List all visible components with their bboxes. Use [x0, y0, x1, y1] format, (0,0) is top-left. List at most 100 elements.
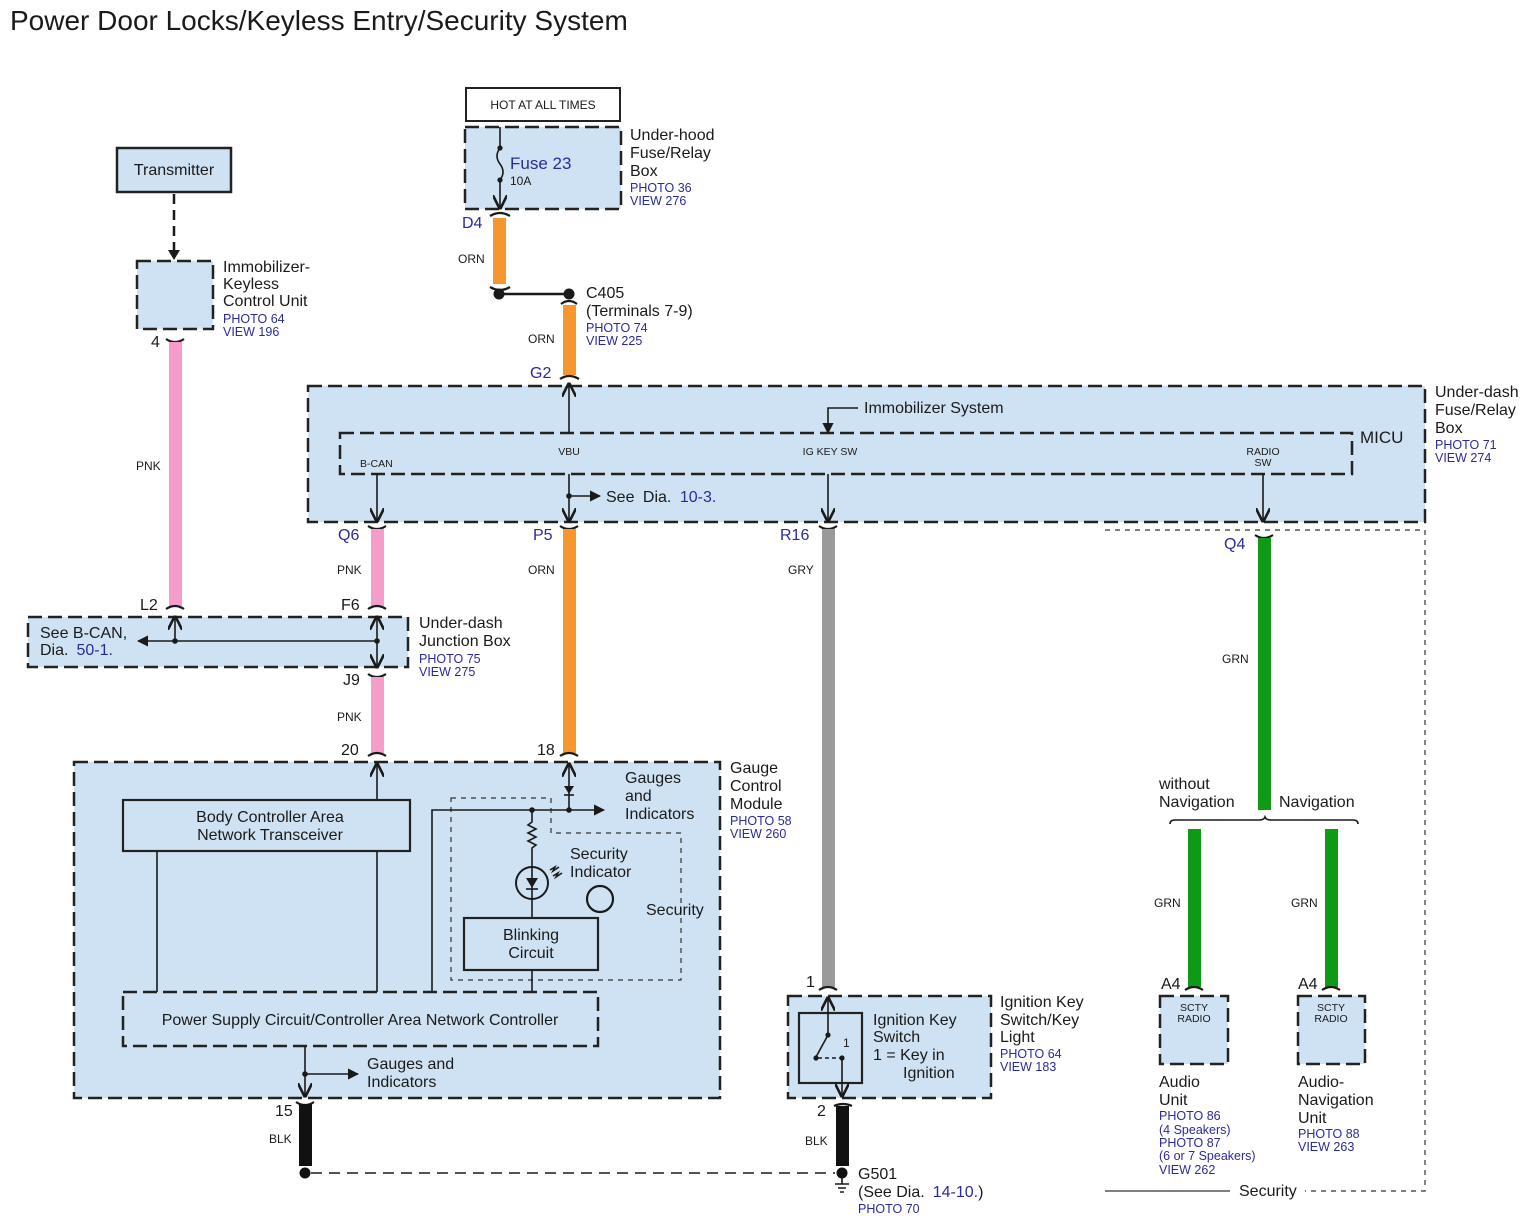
wire-color-orn-1: ORN: [458, 252, 485, 266]
gauge-photo-ref[interactable]: PHOTO 58: [730, 814, 792, 828]
wire-color-grn-2: GRN: [1154, 896, 1181, 910]
gauges-top-3: Indicators: [625, 806, 694, 823]
without-nav-2: Navigation: [1159, 794, 1235, 811]
can-transceiver-box[interactable]: [121, 798, 412, 853]
nav-unit-box[interactable]: [1296, 994, 1367, 1066]
wire-blk-gauge-ground[interactable]: [299, 1104, 312, 1166]
pin-immobilizer-4: 4: [151, 334, 160, 351]
c405-photo-ref[interactable]: PHOTO 74: [586, 321, 648, 335]
wire-pnk-immobilizer[interactable]: [169, 342, 182, 606]
ignition-photo-ref[interactable]: PHOTO 64: [1000, 1047, 1062, 1061]
underhood-name-3: Box: [630, 163, 658, 180]
wire-pnk-micu-junction[interactable]: [371, 529, 384, 606]
ignition-switch-symbol: [797, 1011, 864, 1085]
immobilizer-unit-box[interactable]: [135, 259, 215, 331]
gauges-bottom-2: Indicators: [367, 1074, 436, 1091]
pin-gauge-20: 20: [341, 742, 359, 759]
wire-blk-ignition-ground[interactable]: [836, 1106, 849, 1166]
wire-grn-micu-radio[interactable]: [1258, 538, 1271, 810]
transmitter-label: Transmitter: [134, 162, 215, 179]
resistor-icon: [526, 810, 538, 868]
immobilizer-name-3: Control Unit: [223, 293, 308, 310]
ground-g501[interactable]: [836, 1167, 848, 1179]
nav-view-ref[interactable]: VIEW 263: [1298, 1140, 1354, 1154]
wire-color-grn-3: GRN: [1291, 896, 1318, 910]
underhood-view-ref[interactable]: VIEW 276: [630, 194, 686, 208]
page-title: Power Door Locks/Keyless Entry/Security …: [10, 5, 628, 36]
wire-orn-c405-micu[interactable]: [563, 305, 576, 375]
transmitter-box[interactable]: [115, 146, 233, 194]
wire-grn-nav[interactable]: [1325, 829, 1338, 987]
immobilizer-view-ref[interactable]: VIEW 196: [223, 325, 279, 339]
see-dia-50-1-link[interactable]: 50-1.: [76, 642, 112, 659]
security-area: [450, 797, 682, 981]
immobilizer-system-note: Immobilizer System: [864, 400, 1004, 417]
signal-arrow-icon: [168, 250, 180, 260]
junction-name-2: Junction Box: [419, 633, 511, 650]
wire-orn-micu-gauge[interactable]: [563, 529, 576, 753]
power-supply-box[interactable]: [121, 990, 600, 1048]
wire-color-blk-1: BLK: [269, 1132, 292, 1146]
pin-nav-a4: A4: [1298, 976, 1318, 993]
audio-terminal-2: RADIO: [1177, 1013, 1210, 1025]
micu-label: MICU: [1360, 428, 1403, 447]
nav-photo-ref[interactable]: PHOTO 88: [1298, 1127, 1360, 1141]
diode-icon: [564, 786, 574, 794]
terminal-ig-key-sw: IG KEY SW: [803, 446, 858, 458]
blinking-line-1: Blinking: [503, 927, 559, 944]
audio-unit-box[interactable]: [1158, 994, 1230, 1066]
gauge-view-ref[interactable]: VIEW 260: [730, 827, 786, 841]
wire-color-pnk-1: PNK: [136, 459, 161, 473]
pin-gauge-18: 18: [537, 742, 555, 759]
junction-name-1: Under-dash: [419, 615, 503, 632]
gauge-name-2: Control: [730, 778, 782, 795]
underdash-photo-ref[interactable]: PHOTO 71: [1435, 438, 1497, 452]
underhood-name-2: Fuse/Relay: [630, 145, 711, 162]
wire-color-pnk-3: PNK: [337, 710, 362, 724]
terminal-b-can: B-CAN: [360, 458, 393, 470]
indicator-lamp-icon: [585, 884, 615, 914]
security-indicator-2: Indicator: [570, 864, 632, 881]
switch-position-1: 1: [843, 1036, 850, 1050]
gauges-top-1: Gauges: [625, 770, 681, 787]
c405-connector[interactable]: [563, 288, 575, 300]
see-dia-prefix: See Dia. 10-3.: [606, 489, 716, 506]
ground-photo-ref[interactable]: PHOTO 70: [858, 1202, 920, 1216]
wire-pnk-junction-gauge[interactable]: [371, 677, 384, 753]
fuse-name: Fuse 23: [510, 154, 571, 173]
underdash-junction-box[interactable]: [26, 615, 410, 669]
wire-grn-audio[interactable]: [1188, 829, 1201, 987]
underdash-view-ref[interactable]: VIEW 274: [1435, 451, 1491, 465]
fuse-icon: [496, 147, 504, 181]
blinking-circuit-box[interactable]: [462, 916, 600, 972]
underdash-name-1: Under-dash: [1435, 384, 1519, 401]
audio-ref-5[interactable]: VIEW 262: [1159, 1163, 1215, 1177]
wire-color-orn-3: ORN: [528, 563, 555, 577]
wire-color-orn-2: ORN: [528, 332, 555, 346]
underhood-name-1: Under-hood: [630, 127, 715, 144]
c405-view-ref[interactable]: VIEW 225: [586, 334, 642, 348]
wire-orn-fuse-c405[interactable]: [493, 218, 506, 284]
switch-contact-icon: [815, 1034, 829, 1058]
terminal-vbu: VBU: [558, 446, 580, 458]
audio-name-2: Unit: [1159, 1092, 1188, 1109]
power-source-label: HOT AT ALL TIMES: [490, 98, 595, 112]
ignition-view-ref[interactable]: VIEW 183: [1000, 1060, 1056, 1074]
immobilizer-name-1: Immobilizer-: [223, 259, 310, 276]
junction-photo-ref[interactable]: PHOTO 75: [419, 652, 481, 666]
audio-ref-1[interactable]: PHOTO 86: [1159, 1109, 1221, 1123]
underhood-photo-ref[interactable]: PHOTO 36: [630, 181, 692, 195]
audio-ref-3[interactable]: PHOTO 87: [1159, 1136, 1221, 1150]
junction-view-ref[interactable]: VIEW 275: [419, 665, 475, 679]
micu-box[interactable]: [338, 431, 1354, 476]
wire-gry-micu-ignition[interactable]: [822, 529, 835, 987]
audio-terminal-1: SCTY: [1180, 1002, 1208, 1014]
see-dia-10-3-link[interactable]: 10-3.: [680, 489, 716, 506]
immobilizer-photo-ref[interactable]: PHOTO 64: [223, 312, 285, 326]
underhood-fuse-box[interactable]: [463, 125, 623, 211]
transceiver-line-2: Network Transceiver: [197, 827, 343, 844]
underdash-fuse-box[interactable]: [306, 384, 1427, 524]
ground-icon: [835, 1178, 849, 1193]
wire-color-pnk-2: PNK: [337, 563, 362, 577]
see-dia-14-10-link[interactable]: 14-10.: [933, 1184, 978, 1201]
